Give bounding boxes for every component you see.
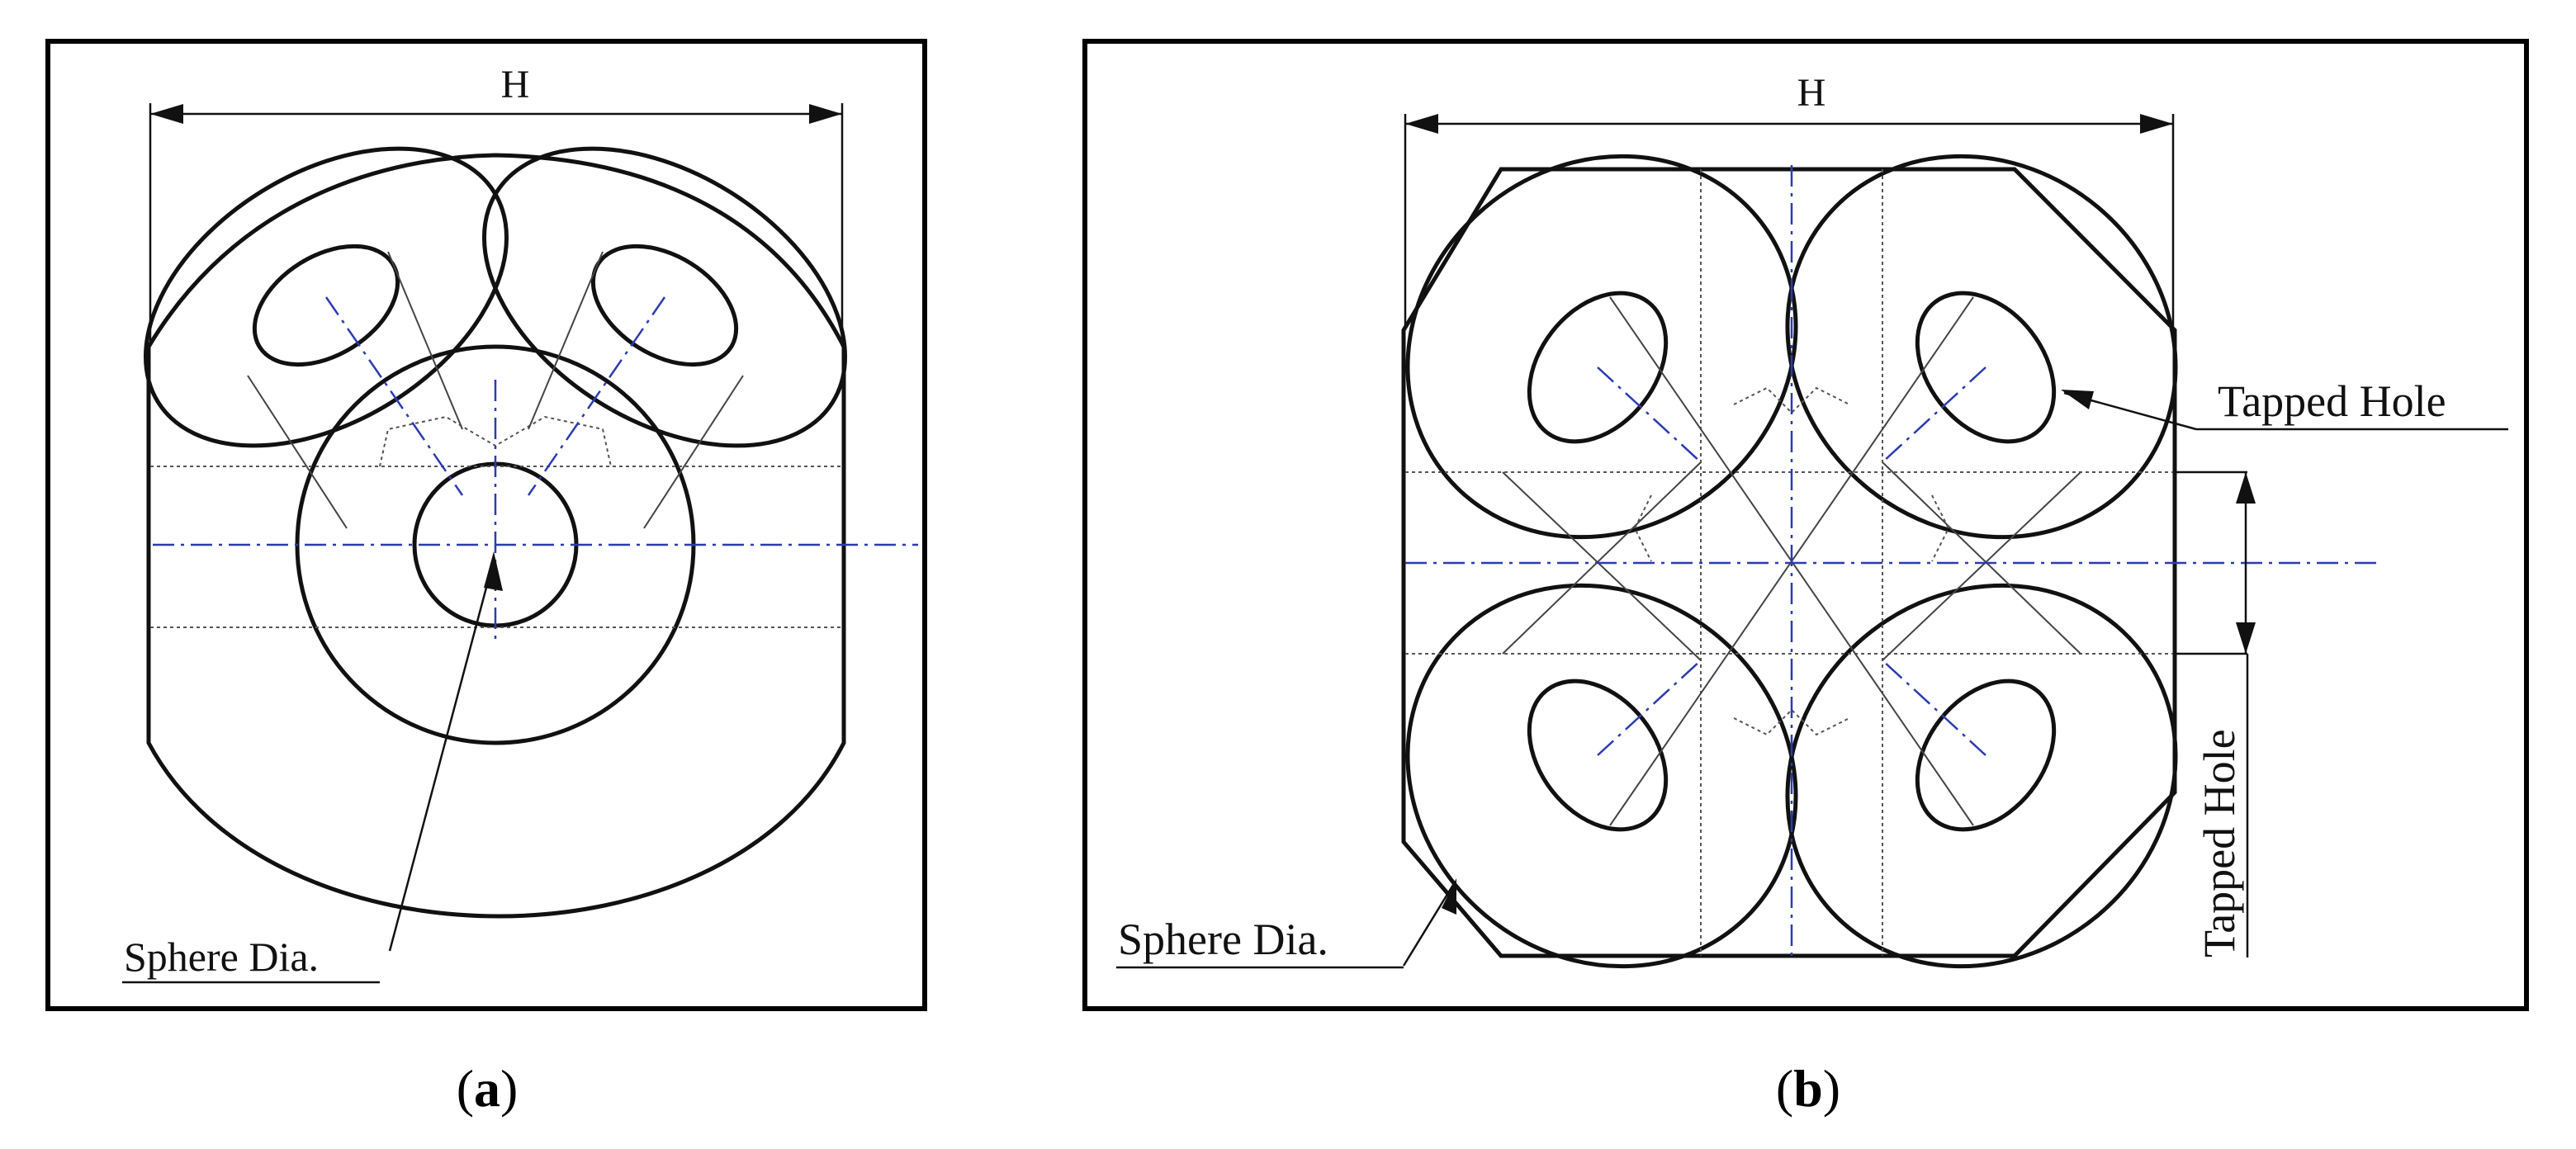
panel-b-tapped-hole-arrow [2061,390,2094,409]
panel-b-dim-arrow-right [2140,114,2173,134]
panel-a-top-arc [146,153,846,348]
panel-b-sphere-label: Sphere Dia. [1118,915,1328,964]
panel-b-caption-close: ) [1823,1059,1840,1118]
panel-b-sphere-leader-arrow [1442,878,1456,915]
panel-b-boss-top-left [1405,154,1798,540]
panel-b-body-outline [1401,167,2177,958]
panel-a-right-bore-axis [527,296,666,496]
panel-a-left-boss [143,146,509,448]
panel-a-left-bore-projection [247,251,463,529]
panel-a-left-bore-axis [324,296,464,496]
panel-a: H Sphere Dia. [45,39,927,1011]
panel-a-sphere-leader [388,559,495,952]
panel-b-sphere-leader [1402,884,1455,967]
panel-b-dimension-label: H [1797,71,1826,115]
panel-b-tapped-hole-top-right [1915,291,2057,444]
panel-a-caption: (a) [457,1059,519,1118]
panel-b-vert-arrow-bottom [2236,622,2256,654]
panel-a-caption-letter: a [474,1059,500,1118]
panel-a-right-bore-projection [528,251,744,529]
panel-b-caption: (b) [1776,1059,1840,1118]
panel-a-sphere-label: Sphere Dia. [124,934,319,980]
panel-a-dim-arrow-right [809,104,842,124]
panel-a-dimension-label: H [501,63,530,106]
panel-a-right-boss [481,146,848,448]
panel-b: H Tapped Hole Tapped Hole Sphere Dia. [1082,39,2529,1011]
panel-b-boss-bottom-right [1785,583,2178,969]
panel-b-tapped-hole-top-left [1527,291,1669,444]
panel-b-caption-letter: b [1793,1059,1823,1118]
panel-a-sphere-leader-arrow [484,551,503,591]
panel-a-caption-open: ( [457,1059,474,1118]
panel-b-tapped-hole-bottom-right [1915,679,2057,832]
panel-b-caption-open: ( [1776,1059,1793,1118]
panel-b-boss-top-right [1785,154,2178,540]
panel-a-frame [45,39,927,1011]
panel-b-tapped-hole-vertical-label: Tapped Hole [2195,729,2244,958]
panel-a-body-outline [146,347,846,919]
panel-a-caption-close: ) [500,1059,518,1118]
panel-b-vert-arrow-top [2236,472,2256,504]
panel-b-frame [1082,39,2529,1011]
panel-b-tapped-hole-label: Tapped Hole [2218,376,2446,426]
panel-b-boss-bottom-left [1405,583,1798,969]
panel-b-dim-arrow-left [1405,114,1438,134]
panel-a-dim-arrow-left [150,104,183,124]
panel-b-tapped-hole-bottom-left [1527,679,1669,832]
